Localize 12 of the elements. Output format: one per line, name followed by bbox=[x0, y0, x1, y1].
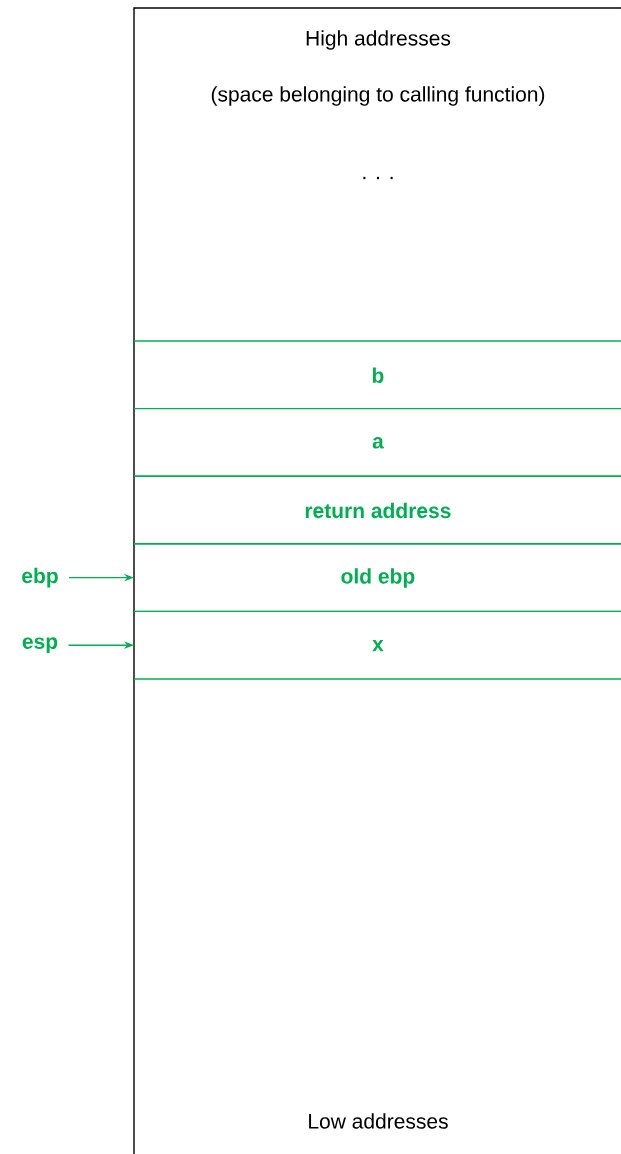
stack-slot: a bbox=[133, 437, 621, 477]
stack-slot: b bbox=[133, 340, 621, 410]
stack-label: (space belonging to calling function) bbox=[211, 86, 545, 106]
stack-slot: x bbox=[133, 640, 621, 680]
ellipsis: . . . bbox=[363, 176, 393, 180]
stack-slot: return address bbox=[133, 502, 621, 545]
stack-label: High addresses bbox=[306, 30, 451, 50]
stack-frame bbox=[133, 7, 621, 1154]
stack-slot: old ebp bbox=[133, 568, 621, 613]
stack-label: Low addresses bbox=[309, 1113, 448, 1129]
pointer-label: esp bbox=[22, 637, 58, 654]
pointer-label: ebp bbox=[22, 567, 58, 588]
